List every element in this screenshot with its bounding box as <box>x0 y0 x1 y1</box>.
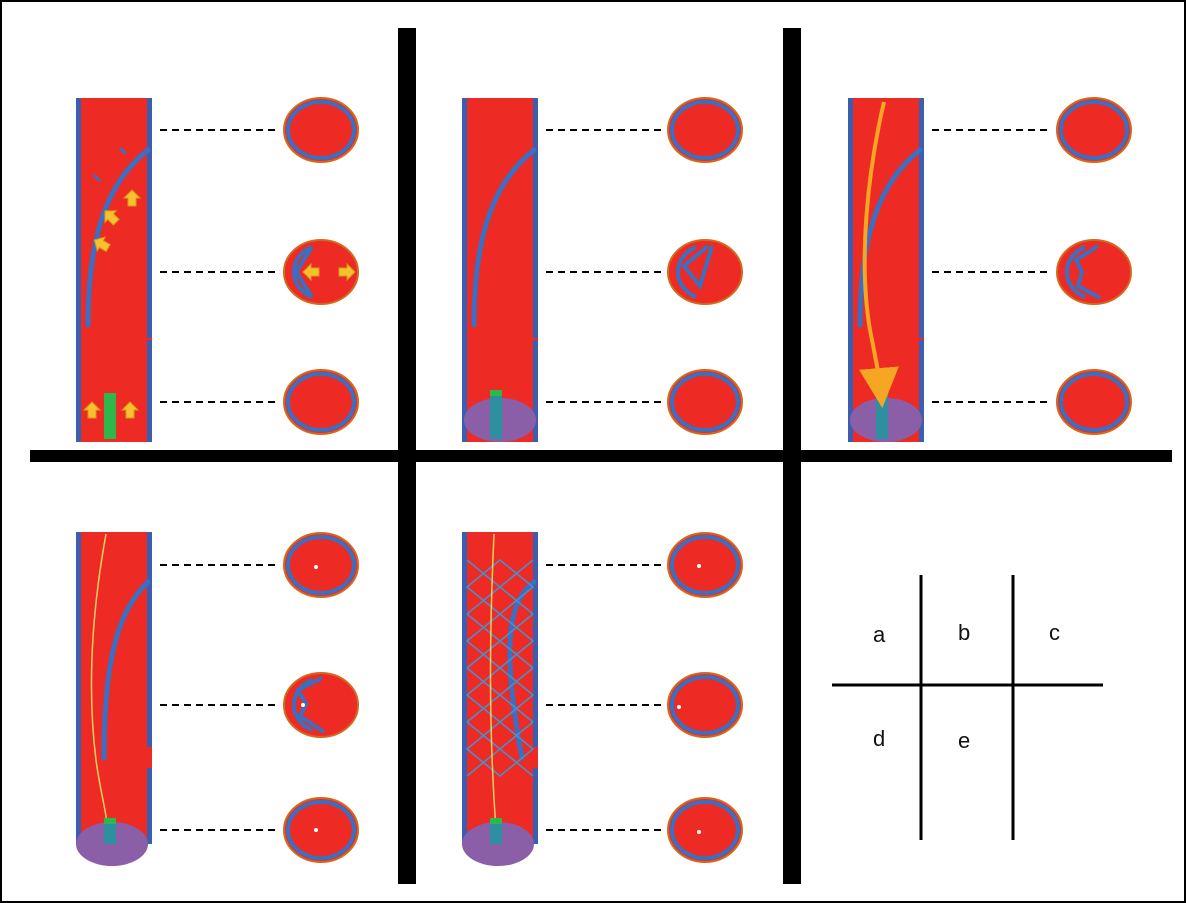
vessel-lumen <box>76 98 152 442</box>
dissection-flap <box>471 147 537 328</box>
guidewire-dot <box>677 705 681 709</box>
contrast-flow-arrow <box>859 101 899 408</box>
vessel-wall-right-upper <box>147 98 152 338</box>
vessel-wall-right-upper <box>533 532 538 747</box>
cross-section-wall <box>670 100 740 160</box>
cross-section <box>283 97 359 163</box>
panel-d <box>76 532 359 866</box>
cross-section-wall <box>1059 100 1129 160</box>
catheter-tip <box>490 390 502 396</box>
cross-section-wall <box>286 372 356 432</box>
guidewire-dot <box>314 565 318 569</box>
stent-mesh <box>465 558 535 778</box>
cross-section <box>283 532 359 598</box>
cross-section-wall <box>286 100 356 160</box>
catheter <box>104 822 116 844</box>
catheter <box>490 822 502 844</box>
flap-section <box>1073 244 1101 300</box>
cross-section-wall <box>670 535 740 595</box>
cross-section-wall <box>670 800 740 860</box>
legend-letter-e: e <box>958 728 970 753</box>
guidewire-dot <box>314 828 318 832</box>
flap-section <box>295 676 326 734</box>
cross-section-wall <box>1064 245 1086 299</box>
panel-b <box>462 97 743 442</box>
divider-horizontal <box>30 450 1172 462</box>
dissection-flap <box>85 147 151 328</box>
dissection-flap <box>101 579 151 761</box>
vessel-wall-right-lower <box>147 768 152 844</box>
cross-section-wall <box>670 372 740 432</box>
vessel-wall-left <box>76 98 81 442</box>
vessel-wall-left <box>848 98 853 442</box>
cross-section <box>667 97 743 163</box>
legend-letter-b: b <box>958 620 970 645</box>
cross-section <box>667 532 743 598</box>
cross-section <box>667 797 743 863</box>
vessel-lumen <box>76 532 152 844</box>
vessel-wall-right-upper <box>919 98 924 338</box>
flap-tears <box>92 146 128 183</box>
legend-letter-a: a <box>873 622 886 647</box>
guidewire <box>90 533 109 831</box>
vessel-wall-right-lower <box>533 340 538 442</box>
panel-a <box>76 97 359 442</box>
cross-section-wall <box>1059 372 1129 432</box>
vessel-wall-left <box>462 98 467 442</box>
cross-section-wall <box>286 535 356 595</box>
panel-e <box>462 532 743 866</box>
vessel-wall-left <box>76 532 81 844</box>
legend-letter-d: d <box>873 726 885 751</box>
vessel-wall-right-upper <box>533 98 538 338</box>
vessel-wall-left <box>462 532 467 844</box>
cross-section-wall <box>291 678 313 732</box>
guidewire-dot <box>697 564 701 568</box>
vessel-wall-right-upper <box>147 532 152 747</box>
cross-section <box>667 672 743 738</box>
catheter <box>104 393 116 439</box>
cross-section <box>1056 97 1132 163</box>
cross-section <box>283 797 359 863</box>
panel-c <box>848 97 1132 442</box>
cross-section-wall <box>286 800 356 860</box>
cross-section-wall <box>670 675 740 735</box>
catheter <box>490 393 502 439</box>
dissection-flap <box>857 147 923 328</box>
flap-section <box>681 244 714 291</box>
cross-section <box>283 369 359 435</box>
guidewire-dot <box>301 703 305 707</box>
cross-section-wall <box>675 245 697 299</box>
guidewire <box>489 533 497 831</box>
cross-section <box>1056 369 1132 435</box>
catheter-tip <box>104 818 116 824</box>
cross-section <box>667 369 743 435</box>
cross-section <box>283 239 359 305</box>
vessel-wall-right-lower <box>533 768 538 844</box>
catheter <box>876 393 888 439</box>
legend-letter-c: c <box>1049 620 1060 645</box>
flap-section <box>293 245 314 299</box>
vessel-wall-right-lower <box>147 340 152 442</box>
vessel-lumen <box>462 532 538 844</box>
catheter-tip <box>490 818 502 824</box>
cross-section <box>1056 239 1132 305</box>
vessel-wall-right-lower <box>919 340 924 442</box>
vessel-lumen <box>848 98 924 442</box>
guidewire-dot <box>697 830 701 834</box>
panel-legend: a b c d e <box>832 575 1103 840</box>
